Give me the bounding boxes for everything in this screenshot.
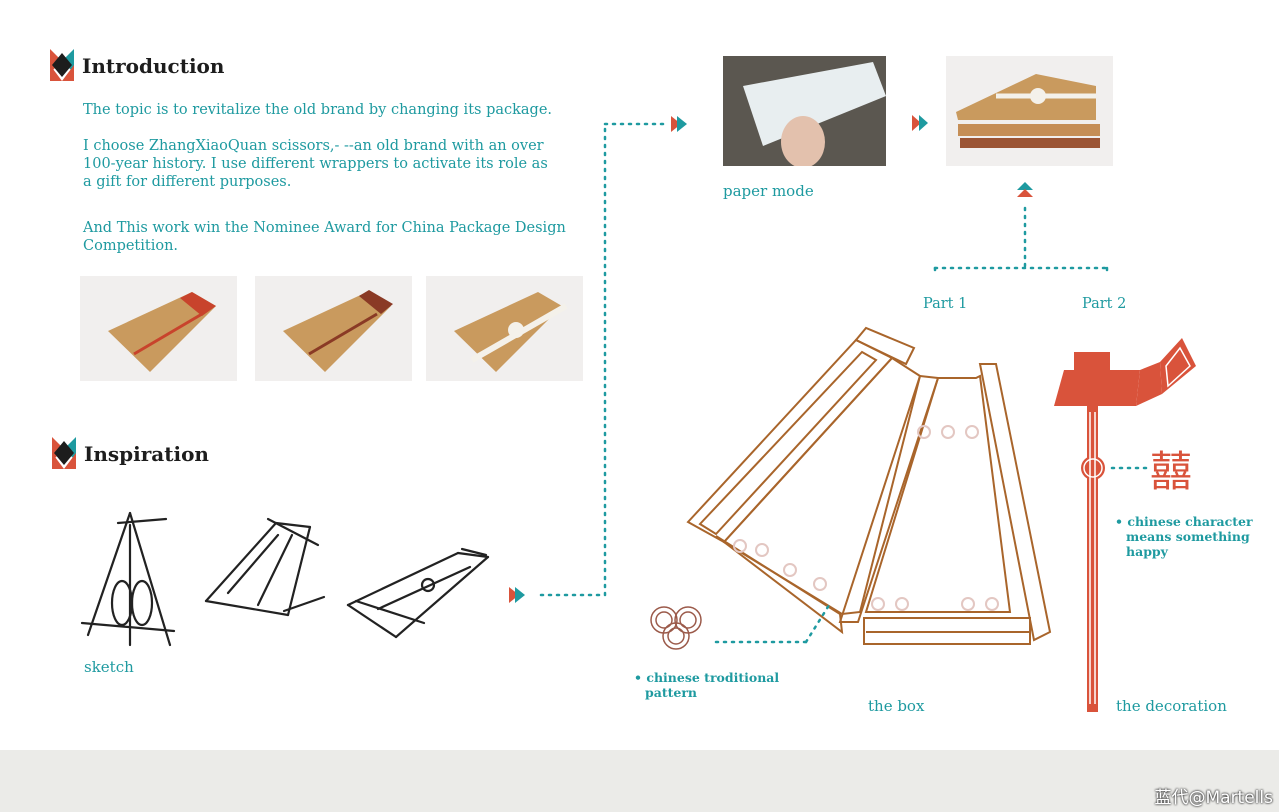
- brand-logo-icon: [52, 437, 76, 469]
- part-1-label: Part 1: [923, 296, 968, 312]
- decoration-dieline: [1054, 338, 1196, 712]
- watermark: 蓝代@Martells: [1154, 788, 1273, 808]
- sketch-caption: sketch: [84, 658, 134, 676]
- chinese-pattern-icon: [650, 600, 833, 650]
- decoration-caption: the decoration: [1116, 697, 1227, 715]
- intro-line: a gift for different purposes.: [83, 174, 292, 190]
- intro-paragraph-3: And This work win the Nominee Award for …: [83, 219, 583, 255]
- char-caption-line-3: happy: [1126, 544, 1168, 559]
- pattern-caption-line-2: pattern: [645, 685, 698, 700]
- paper-mode-photo: [723, 56, 886, 166]
- char-caption-line-1: chinese character: [1127, 514, 1253, 529]
- sketch-drawings: [80, 511, 490, 647]
- intro-paragraph-1: The topic is to revitalize the old brand…: [83, 101, 583, 119]
- bullet-line: • chinese troditional: [634, 670, 780, 685]
- package-photo-white: [426, 276, 583, 381]
- parts-connector: [933, 182, 1109, 275]
- arrow-right-icon: [912, 115, 928, 131]
- intro-line: And This work win the Nominee Award for …: [83, 220, 566, 236]
- intro-paragraph-2: I choose ZhangXiaoQuan scissors,- --an o…: [83, 137, 583, 191]
- stacked-boxes-photo: [946, 56, 1113, 166]
- flow-connector: [509, 116, 687, 603]
- introduction-heading: Introduction: [82, 54, 225, 78]
- happy-character: 囍: [1150, 447, 1193, 496]
- package-photo-red: [80, 276, 237, 381]
- package-photo-brown: [255, 276, 412, 381]
- bullet-line: • chinese character: [1115, 514, 1253, 529]
- intro-line: The topic is to revitalize the old brand…: [83, 102, 553, 118]
- part-2-label: Part 2: [1082, 296, 1127, 312]
- pattern-caption: • chinese troditional pattern: [634, 670, 779, 700]
- character-caption: • chinese character means something happ…: [1115, 514, 1253, 559]
- intro-line: Competition.: [83, 238, 179, 254]
- brand-logo-icon: [50, 49, 74, 81]
- char-caption-line-2: means something: [1126, 529, 1250, 544]
- box-caption: the box: [868, 697, 925, 715]
- paper-mode-caption: paper mode: [723, 182, 814, 200]
- pattern-caption-line-1: chinese troditional: [646, 670, 780, 685]
- box-dieline: [686, 326, 1052, 645]
- footer-band: [0, 750, 1279, 812]
- intro-line: 100-year history. I use different wrappe…: [83, 156, 548, 172]
- inspiration-heading: Inspiration: [84, 442, 209, 466]
- intro-line: I choose ZhangXiaoQuan scissors,- --an o…: [83, 138, 544, 154]
